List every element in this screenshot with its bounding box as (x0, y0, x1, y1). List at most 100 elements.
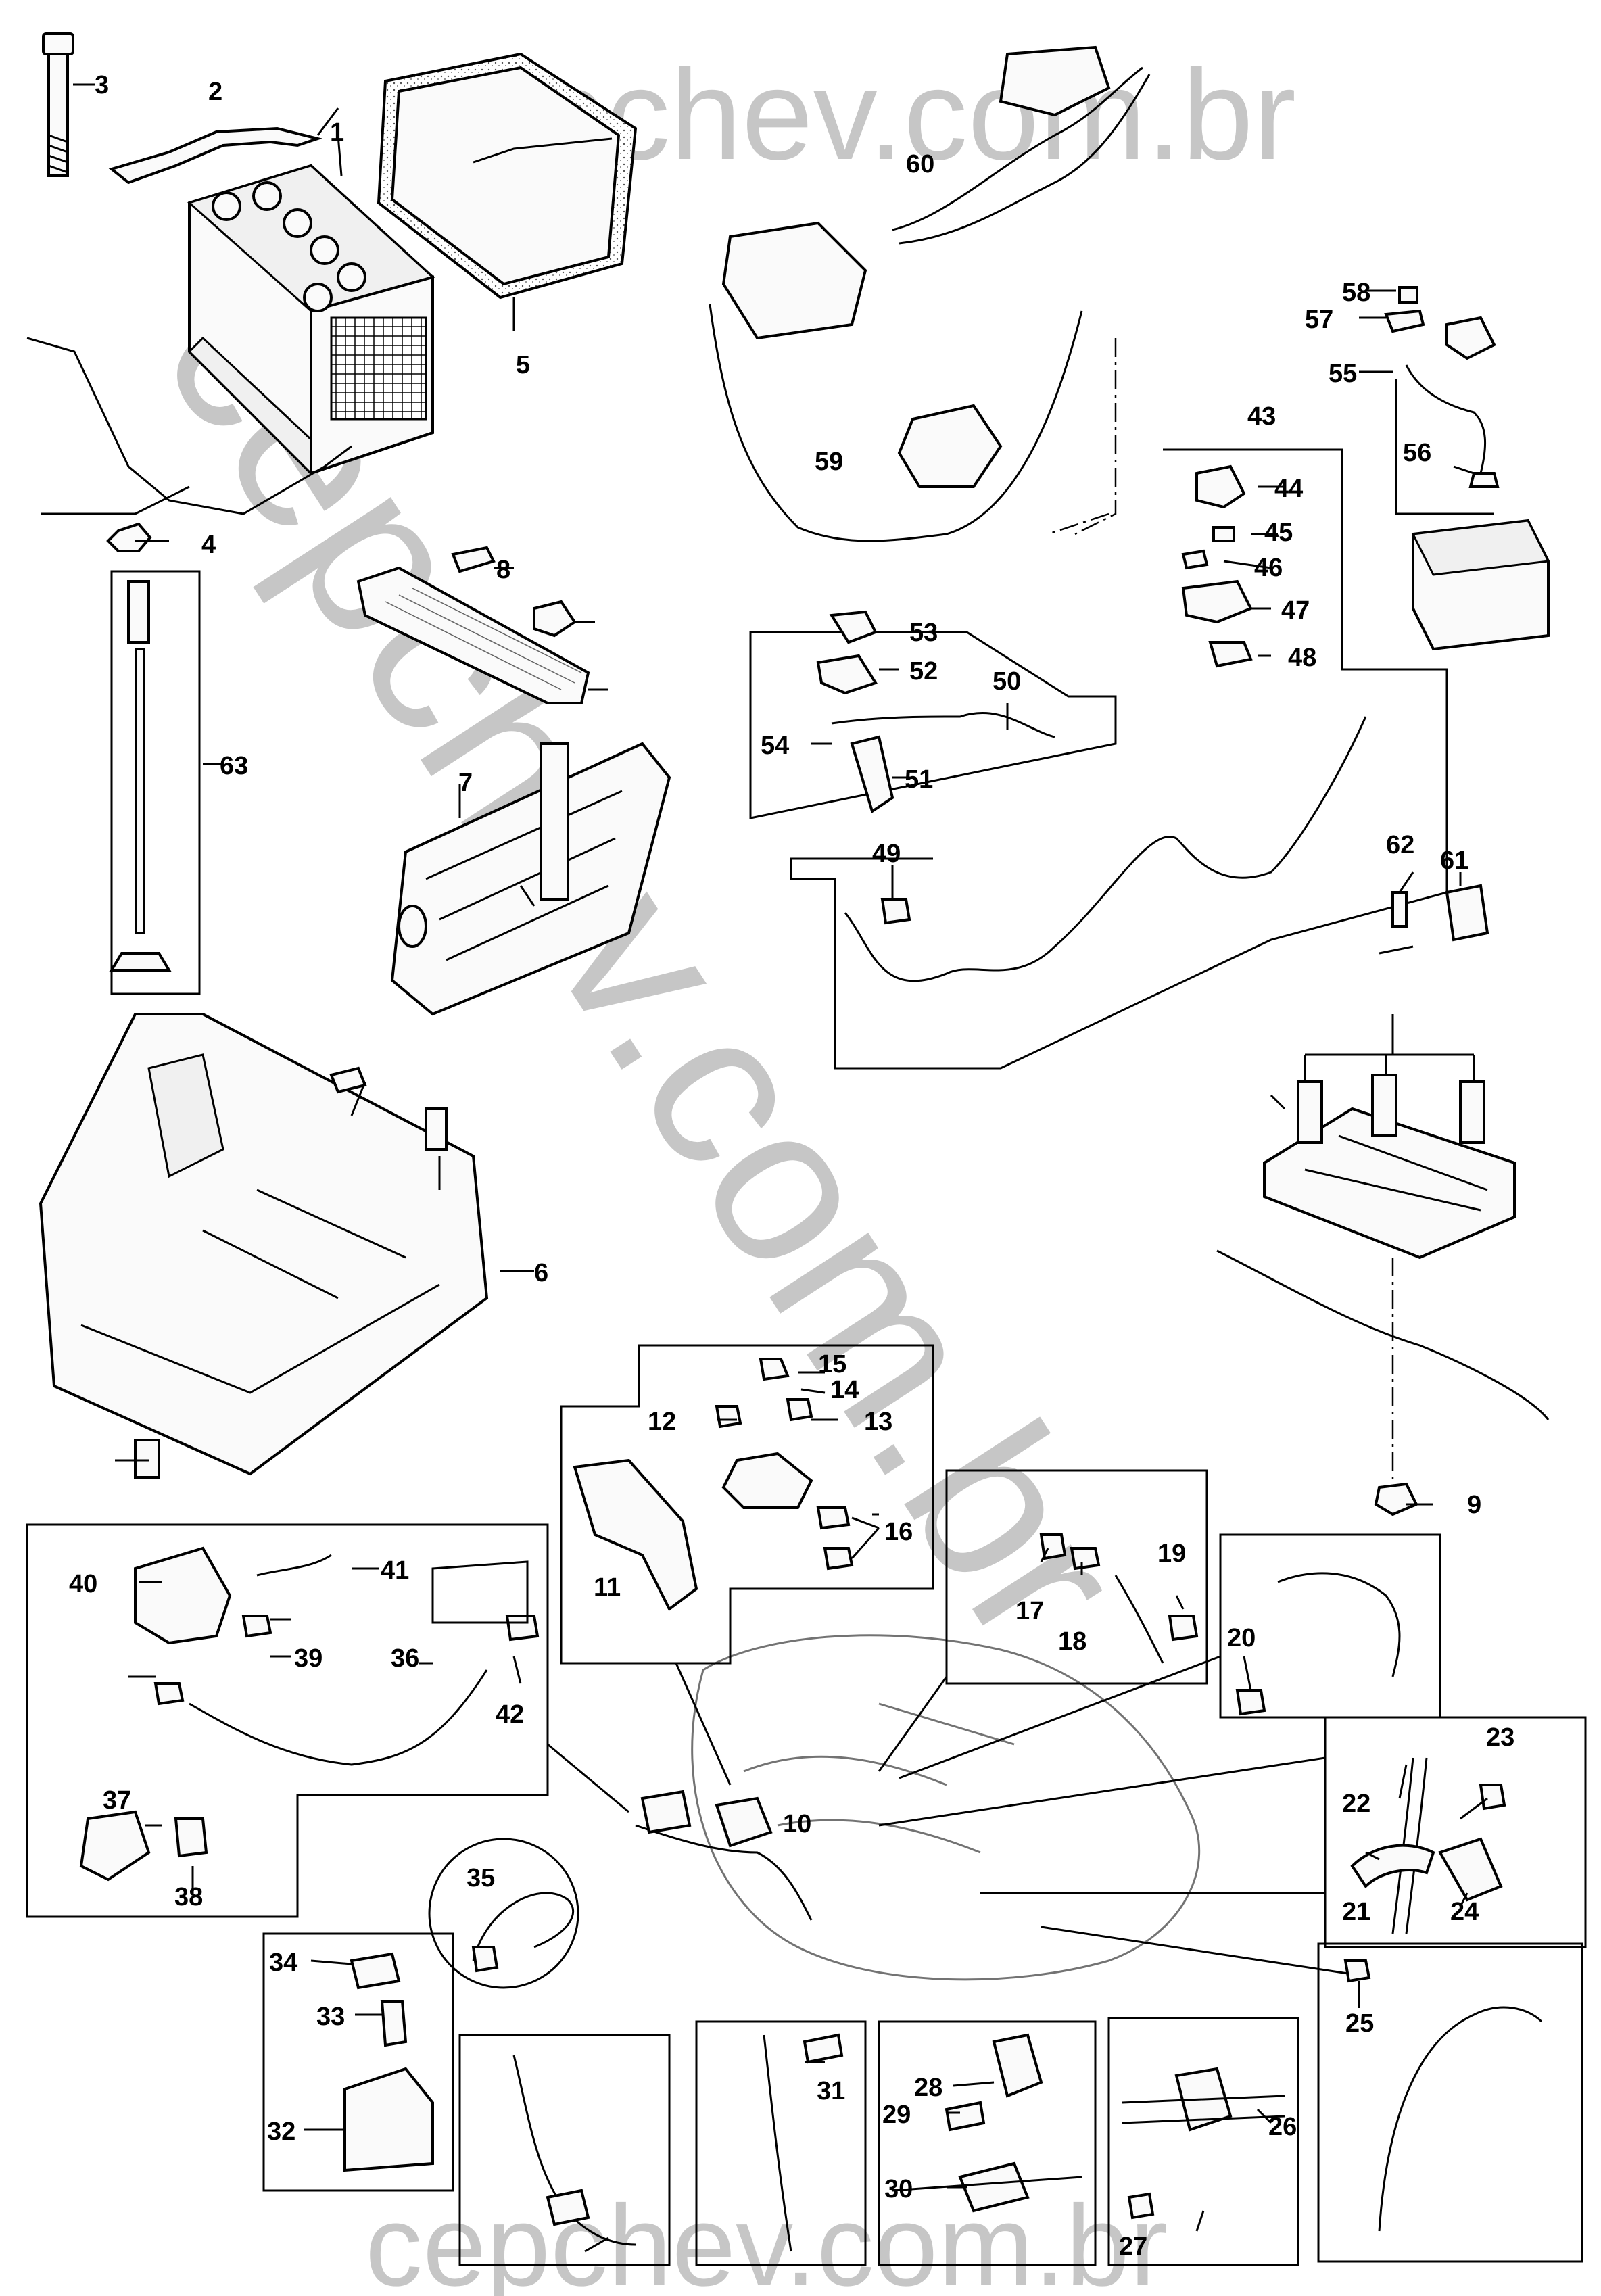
bolt-8-right-2 (1371, 1074, 1397, 1137)
callout-50: 50 (993, 667, 1021, 696)
battery-support-large (39, 1013, 489, 1479)
terminal-cover-11 (573, 1458, 698, 1612)
callout-62: 62 (1386, 831, 1414, 859)
battery-tray (390, 742, 671, 1016)
screw-27 (1127, 2192, 1155, 2220)
callout-52: 52 (909, 657, 938, 686)
callout-28: 28 (914, 2074, 942, 2102)
callout-13: 13 (864, 1408, 892, 1436)
callout-55: 55 (1329, 360, 1357, 388)
callout-5: 5 (516, 351, 530, 379)
callout-39: 39 (294, 1644, 322, 1673)
callout-4: 4 (201, 531, 216, 559)
callout-38: 38 (174, 1883, 203, 1911)
terminal-group-55-58 (1384, 286, 1550, 651)
clip-box-31 (695, 2020, 867, 2266)
bolt-8-right-3 (1459, 1080, 1485, 1144)
battery-support-right (1216, 884, 1550, 1516)
callout-1: 1 (330, 118, 344, 147)
callout-59: 59 (815, 448, 843, 476)
fuse-relay-box (721, 221, 867, 340)
callout-40: 40 (69, 1570, 97, 1598)
callout-18: 18 (1058, 1627, 1086, 1656)
callout-3: 3 (95, 71, 109, 99)
grommet-34 (350, 1952, 401, 1990)
callout-33: 33 (316, 2003, 345, 2031)
callout-43: 43 (1247, 402, 1276, 431)
callout-58: 58 (1342, 279, 1370, 307)
nut-part (106, 522, 152, 552)
positive-terminal-group-11-16 (560, 1344, 934, 1665)
bolt-8-side (329, 1066, 367, 1094)
callout-42: 42 (496, 1700, 524, 1729)
small-nut-46 (1181, 549, 1209, 570)
callout-6: 6 (534, 1259, 548, 1287)
callout-32: 32 (267, 2118, 295, 2146)
callout-56: 56 (1403, 439, 1431, 467)
callout-19: 19 (1157, 1539, 1186, 1568)
clamp-and-tray-group (356, 546, 671, 1016)
bracket-32 (343, 2067, 434, 2172)
callout-12: 12 (648, 1408, 676, 1436)
clip-25 (1343, 1959, 1371, 1983)
terminal-cover-44 (1195, 464, 1246, 509)
terminal-clamp-47 (1181, 579, 1253, 624)
callout-45: 45 (1264, 519, 1293, 547)
battery-part (187, 164, 435, 476)
callout-29: 29 (882, 2101, 911, 2129)
bracket-61 (1445, 884, 1489, 942)
callout-labels: 1 2 3 4 5 6 7 8 9 10 11 12 13 14 15 16 1… (69, 71, 1514, 2261)
connector-10 (640, 1790, 692, 1834)
long-bolt-part (42, 32, 74, 177)
callout-54: 54 (761, 732, 789, 760)
callout-10: 10 (783, 1810, 811, 1838)
callout-2: 2 (208, 78, 222, 106)
callout-24: 24 (1450, 1898, 1479, 1926)
cover-11-installed (715, 1796, 773, 1848)
bolt-8-upper (451, 546, 496, 573)
engine-bay-sketch (547, 1634, 1353, 1981)
cable-subgroup-50-54 (749, 610, 1117, 925)
starter-motor (999, 45, 1111, 117)
callout-63: 63 (220, 752, 248, 780)
callout-26: 26 (1268, 2113, 1297, 2141)
callout-14: 14 (830, 1376, 859, 1404)
callout-20: 20 (1227, 1624, 1256, 1652)
bracket-28 (992, 2033, 1043, 2098)
callout-49: 49 (872, 840, 901, 868)
nut-4-upper (533, 600, 577, 638)
battery-assembly (26, 32, 638, 552)
bolt-29 (945, 2101, 986, 2132)
small-nut-45 (1212, 526, 1235, 542)
callout-25: 25 (1345, 2009, 1374, 2038)
callout-41: 41 (381, 1556, 409, 1585)
bolt-8-right-1 (1297, 1080, 1323, 1144)
callout-37: 37 (103, 1786, 131, 1815)
hold-down-bracket-top (108, 126, 323, 185)
leader-lines (73, 83, 1488, 2253)
callout-57: 57 (1305, 306, 1333, 334)
bolt-8-vertical (425, 1107, 448, 1151)
block-38 (174, 1817, 208, 1858)
alternator-part (897, 404, 1003, 488)
callout-46: 46 (1254, 554, 1283, 582)
callout-31: 31 (817, 2077, 845, 2105)
watermark-diagonal: cepchev.com.br (114, 241, 1174, 1685)
hose-clip-group-20 (1219, 1533, 1441, 1719)
callout-30: 30 (884, 2175, 913, 2203)
callout-53: 53 (909, 619, 938, 647)
battery-insulating-cover (377, 52, 638, 300)
callout-11: 11 (594, 1573, 621, 1602)
negative-cable-group-43 (790, 448, 1448, 1070)
terminal-clamp (721, 1452, 813, 1509)
nut-49 (880, 898, 911, 925)
terminal-48 (1208, 641, 1253, 668)
callout-48: 48 (1288, 644, 1316, 672)
callout-23: 23 (1486, 1723, 1514, 1752)
clip-30 (958, 2161, 1030, 2213)
bracket-24 (1438, 1837, 1503, 1902)
callout-8: 8 (496, 556, 510, 584)
callout-7: 7 (458, 769, 473, 797)
watermark-bottom: cepchev.com.br (365, 2182, 1168, 2296)
